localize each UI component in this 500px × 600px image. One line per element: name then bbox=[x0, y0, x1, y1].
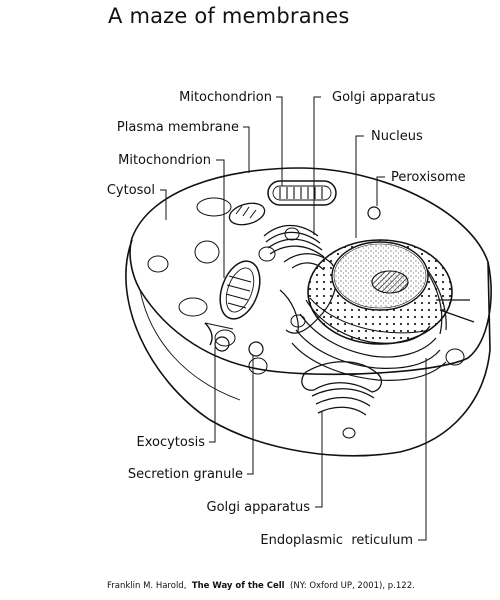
leader-mito-top bbox=[276, 96, 283, 186]
leader-peroxisome bbox=[376, 176, 385, 206]
label-nucleus: Nucleus bbox=[371, 129, 423, 144]
nucleus bbox=[307, 239, 453, 345]
leader-secretion-granule bbox=[247, 356, 254, 475]
leader-lines bbox=[160, 96, 427, 541]
secretion-granules bbox=[204, 322, 264, 357]
label-plasma-membrane: Plasma membrane bbox=[117, 120, 239, 135]
citation-author: Franklin M. Harold, bbox=[107, 581, 187, 591]
cytosol-vesicles bbox=[147, 197, 465, 439]
label-peroxisome: Peroxisome bbox=[391, 170, 466, 185]
mitochondrion-top bbox=[267, 180, 337, 206]
label-mitochondrion-top: Mitochondrion bbox=[179, 90, 272, 105]
mitochondrion-small bbox=[228, 202, 266, 226]
label-secretion-granule: Secretion granule bbox=[128, 467, 243, 482]
leader-mito-left bbox=[216, 159, 225, 278]
citation-details: (NY: Oxford UP, 2001), p.122. bbox=[290, 581, 415, 591]
leader-golgi-bottom bbox=[315, 412, 323, 508]
leader-plasma-membrane bbox=[243, 126, 250, 173]
mitochondrion-left bbox=[219, 260, 261, 320]
nucleolus bbox=[371, 270, 409, 294]
label-cytosol: Cytosol bbox=[107, 183, 155, 198]
cell-side-wall bbox=[125, 239, 491, 457]
golgi-lower bbox=[301, 361, 383, 416]
leader-exocytosis bbox=[209, 347, 216, 443]
leader-er bbox=[418, 358, 427, 541]
leader-nucleus bbox=[355, 135, 364, 238]
label-exocytosis: Exocytosis bbox=[136, 435, 205, 450]
cell-top-surface bbox=[129, 167, 492, 376]
golgi-upper bbox=[263, 224, 325, 258]
label-golgi-top: Golgi apparatus bbox=[332, 90, 436, 105]
citation: Franklin M. Harold, The Way of the Cell … bbox=[107, 581, 415, 591]
peroxisome bbox=[367, 206, 381, 220]
leader-golgi-top bbox=[313, 96, 321, 235]
label-golgi-bottom: Golgi apparatus bbox=[207, 500, 311, 515]
label-mitochondrion-left: Mitochondrion bbox=[118, 153, 211, 168]
label-er: Endoplasmic reticulum bbox=[260, 533, 413, 548]
leader-cytosol bbox=[160, 189, 167, 220]
page-title: A maze of membranes bbox=[108, 4, 350, 28]
citation-book: The Way of the Cell bbox=[191, 581, 285, 591]
cell-body bbox=[125, 167, 492, 457]
